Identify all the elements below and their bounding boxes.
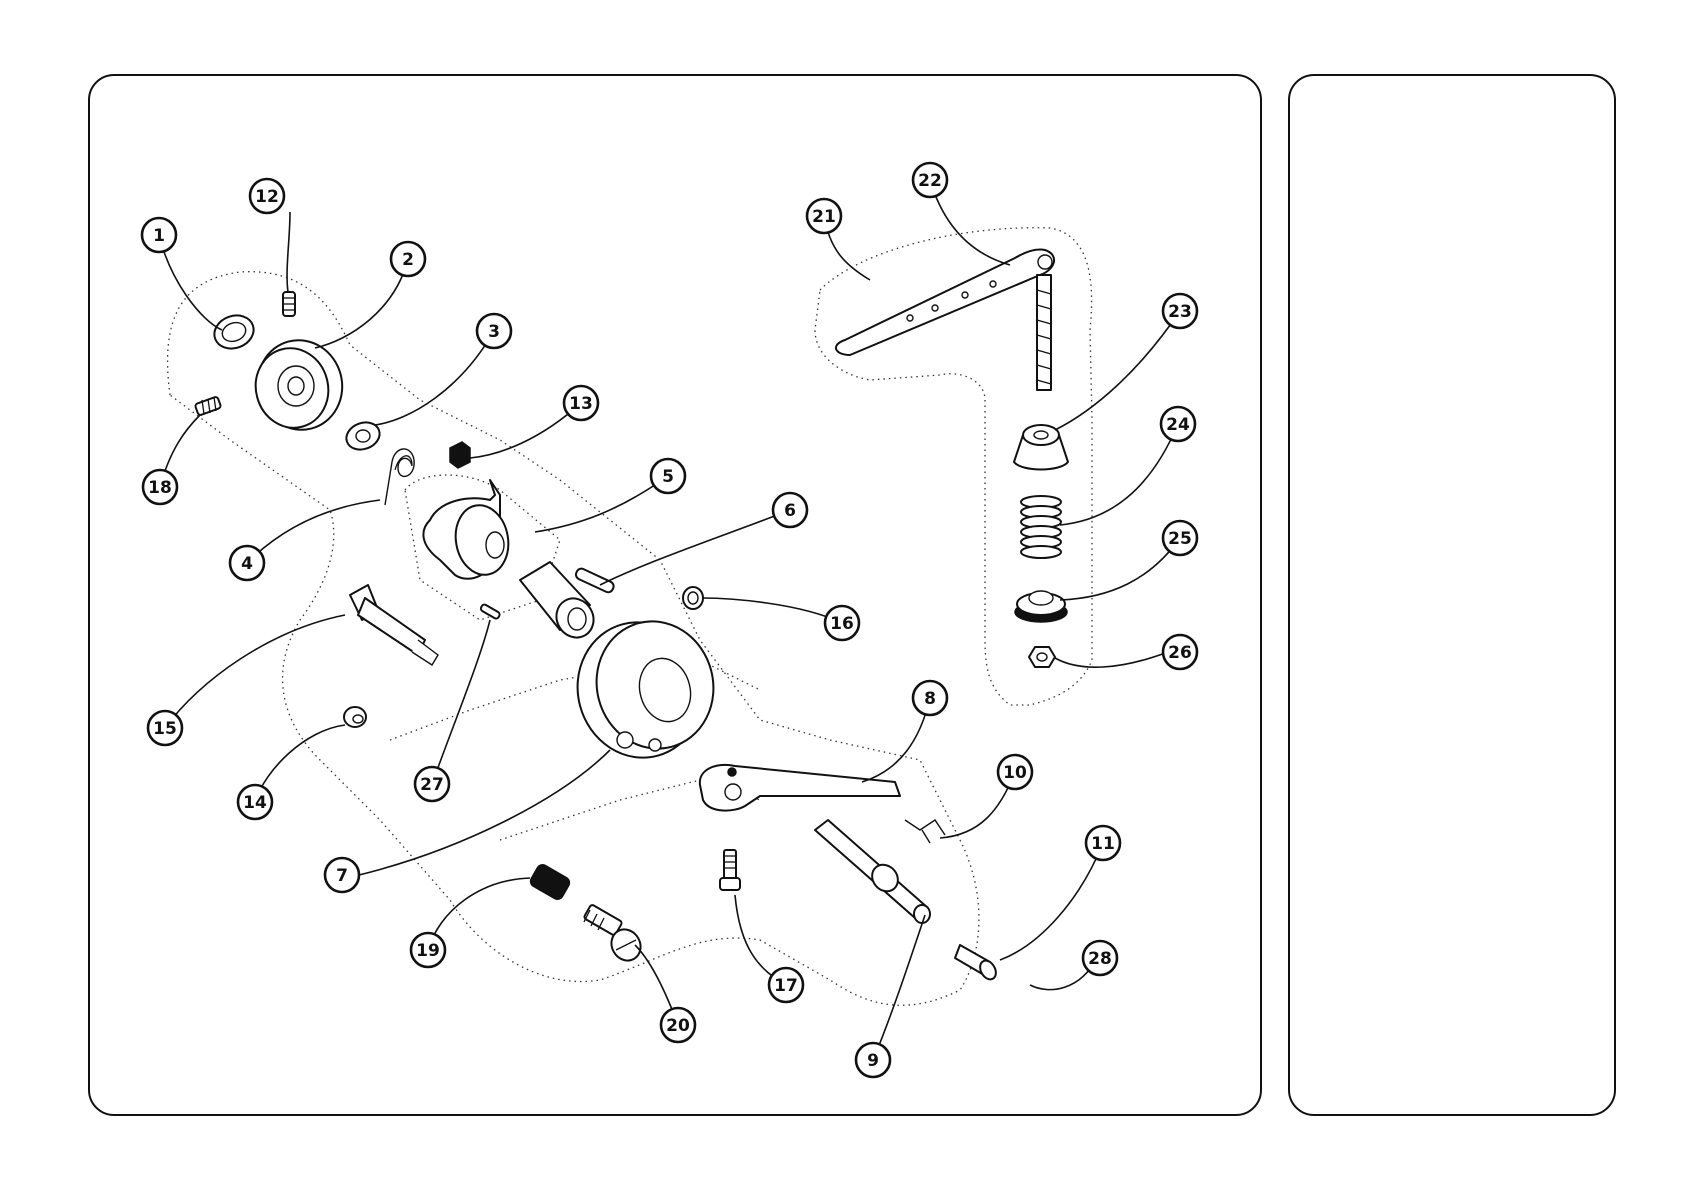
svg-text:1: 1 — [153, 226, 165, 246]
part-27-small-pin — [480, 604, 501, 620]
part-5-cam-collar — [423, 480, 513, 579]
callout-7: 7 — [325, 858, 359, 892]
callout-26: 26 — [1163, 635, 1197, 669]
svg-text:14: 14 — [243, 793, 267, 813]
callout-2: 2 — [391, 242, 425, 276]
callout-10: 10 — [998, 755, 1032, 789]
callout-17: 17 — [769, 968, 803, 1002]
svg-text:7: 7 — [336, 866, 348, 886]
part-18-grub-screw — [195, 396, 222, 415]
part-2-pulley — [247, 331, 352, 440]
callout-15: 15 — [148, 711, 182, 745]
callout-22: 22 — [913, 163, 947, 197]
part-20-slotted-screw — [583, 904, 646, 966]
svg-text:9: 9 — [867, 1051, 879, 1071]
part-22-threaded-rod — [1037, 275, 1051, 390]
callout-14: 14 — [238, 785, 272, 819]
callout-9: 9 — [856, 1043, 890, 1077]
svg-text:27: 27 — [420, 775, 444, 795]
svg-text:4: 4 — [241, 554, 253, 574]
part-13-block — [450, 442, 470, 468]
svg-text:12: 12 — [255, 187, 279, 207]
callout-28: 28 — [1083, 941, 1117, 975]
part-3-washer — [343, 418, 384, 454]
svg-text:18: 18 — [148, 478, 172, 498]
callout-18: 18 — [143, 470, 177, 504]
svg-text:5: 5 — [662, 467, 674, 487]
callout-4: 4 — [230, 546, 264, 580]
part-17-screw — [720, 850, 740, 890]
part-19-spring — [528, 863, 571, 902]
svg-text:28: 28 — [1088, 949, 1112, 969]
callout-11: 11 — [1086, 826, 1120, 860]
svg-text:15: 15 — [153, 719, 177, 739]
part-8-lever — [700, 765, 900, 811]
part-25-knurled-nut — [1015, 591, 1067, 622]
callout-3: 3 — [477, 314, 511, 348]
part-10-clip — [905, 820, 945, 843]
part-12-set-screw — [283, 292, 295, 316]
callout-24: 24 — [1161, 407, 1195, 441]
callout-16: 16 — [825, 606, 859, 640]
callout-23: 23 — [1163, 294, 1197, 328]
part-24-compression-spring — [1021, 496, 1061, 558]
part-9-shaft — [815, 820, 930, 923]
svg-text:25: 25 — [1168, 529, 1192, 549]
svg-text:19: 19 — [416, 941, 440, 961]
callout-6: 6 — [773, 493, 807, 527]
part-11-bolt — [955, 945, 999, 982]
part-4-torsion-spring — [385, 449, 414, 505]
svg-text:17: 17 — [774, 976, 798, 996]
callout-13: 13 — [564, 386, 598, 420]
svg-text:22: 22 — [918, 171, 942, 191]
part-16-circlip — [683, 587, 703, 609]
callout-19: 19 — [411, 933, 445, 967]
svg-text:26: 26 — [1168, 643, 1192, 663]
callout-12: 12 — [250, 179, 284, 213]
svg-text:3: 3 — [488, 322, 500, 342]
svg-text:2: 2 — [402, 250, 414, 270]
callout-25: 25 — [1163, 521, 1197, 555]
svg-text:6: 6 — [784, 501, 796, 521]
svg-text:24: 24 — [1166, 415, 1190, 435]
svg-text:8: 8 — [924, 689, 936, 709]
callout-1: 1 — [142, 218, 176, 252]
callout-5: 5 — [651, 459, 685, 493]
part-21-arm — [836, 249, 1054, 355]
part-1-washer — [210, 310, 259, 354]
svg-text:11: 11 — [1091, 834, 1115, 854]
callout-27: 27 — [415, 767, 449, 801]
svg-text:10: 10 — [1003, 763, 1027, 783]
callout-20: 20 — [661, 1008, 695, 1042]
callout-8: 8 — [913, 681, 947, 715]
svg-text:16: 16 — [830, 614, 854, 634]
svg-text:20: 20 — [666, 1016, 690, 1036]
callout-21: 21 — [807, 199, 841, 233]
part-14-nut — [344, 707, 366, 727]
svg-text:13: 13 — [569, 394, 593, 414]
part-23-cone — [1014, 425, 1068, 470]
part-15-shaft — [350, 585, 438, 665]
part-26-hex-nut — [1029, 647, 1055, 667]
svg-text:23: 23 — [1168, 302, 1192, 322]
svg-text:21: 21 — [812, 207, 836, 227]
